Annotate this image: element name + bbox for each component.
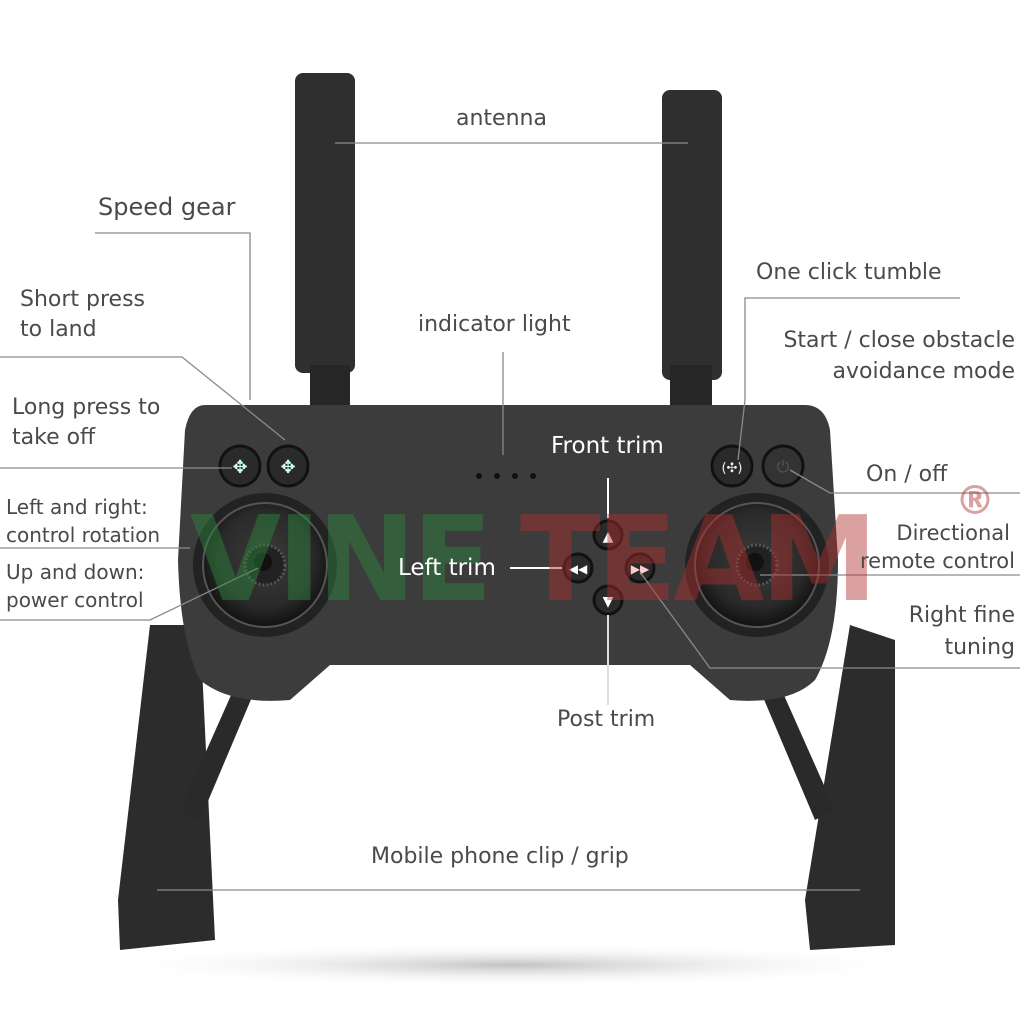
right-trim-button[interactable]: ▶▶ — [624, 552, 656, 584]
label-fine-2: tuning — [944, 635, 1015, 660]
label-obstacle-2: avoidance mode — [832, 359, 1015, 384]
label-long-press-2: take off — [12, 425, 96, 450]
right-antenna — [662, 90, 722, 380]
watermark-team: TEAM — [520, 490, 878, 628]
left-grip — [118, 625, 215, 950]
label-fine-1: Right fine — [908, 603, 1015, 628]
label-left-trim: Left trim — [398, 555, 496, 581]
watermark-registered: ® — [955, 478, 995, 524]
take-off-button[interactable]: ✥ — [218, 444, 262, 488]
label-power-2: power control — [6, 588, 144, 612]
svg-text:✥: ✥ — [280, 457, 295, 478]
label-short-press-1: Short press — [20, 287, 146, 312]
svg-text:▲: ▲ — [603, 529, 614, 545]
left-antenna — [295, 73, 355, 373]
label-on-off: On / off — [866, 462, 948, 487]
label-front-trim: Front trim — [551, 433, 664, 459]
power-button[interactable]: ⏻ — [761, 444, 805, 488]
watermark-vine: VINE — [190, 490, 493, 628]
controller-body — [178, 405, 838, 701]
left-joystick[interactable] — [193, 493, 337, 637]
label-antenna: antenna — [456, 106, 547, 131]
svg-text:✥: ✥ — [232, 457, 247, 478]
left-trim-button[interactable]: ◀◀ — [562, 552, 594, 584]
front-trim-button[interactable]: ▲ — [592, 519, 624, 551]
label-power-1: Up and down: — [6, 560, 145, 584]
label-directional-2: remote control — [859, 549, 1015, 573]
svg-text:(✣): (✣) — [721, 461, 742, 476]
indicator-lights — [476, 473, 536, 479]
label-post-trim: Post trim — [557, 707, 656, 732]
svg-text:⏻: ⏻ — [777, 457, 790, 476]
label-grip: Mobile phone clip / grip — [371, 844, 629, 869]
label-directional-1: Directional — [896, 521, 1010, 545]
land-button[interactable]: ✥ — [266, 444, 310, 488]
right-joystick[interactable] — [685, 493, 829, 637]
label-obstacle-1: Start / close obstacle — [783, 328, 1015, 353]
label-short-press-2: to land — [20, 317, 97, 342]
leader-lines — [0, 142, 1020, 891]
label-tumble: One click tumble — [756, 260, 942, 285]
label-long-press-1: Long press to — [12, 395, 161, 420]
svg-text:▶▶: ▶▶ — [631, 562, 650, 576]
floor-shadow — [92, 943, 932, 987]
svg-text:◀◀: ◀◀ — [569, 562, 588, 576]
tumble-button[interactable]: (✣) — [710, 444, 754, 488]
post-trim-button[interactable]: ▼ — [592, 584, 624, 616]
svg-text:▼: ▼ — [603, 594, 614, 610]
label-indicator-light: indicator light — [418, 312, 571, 337]
label-rotation-1: Left and right: — [6, 495, 148, 519]
right-grip — [805, 625, 895, 950]
label-speed-gear: Speed gear — [98, 193, 236, 221]
label-rotation-2: control rotation — [6, 523, 161, 547]
